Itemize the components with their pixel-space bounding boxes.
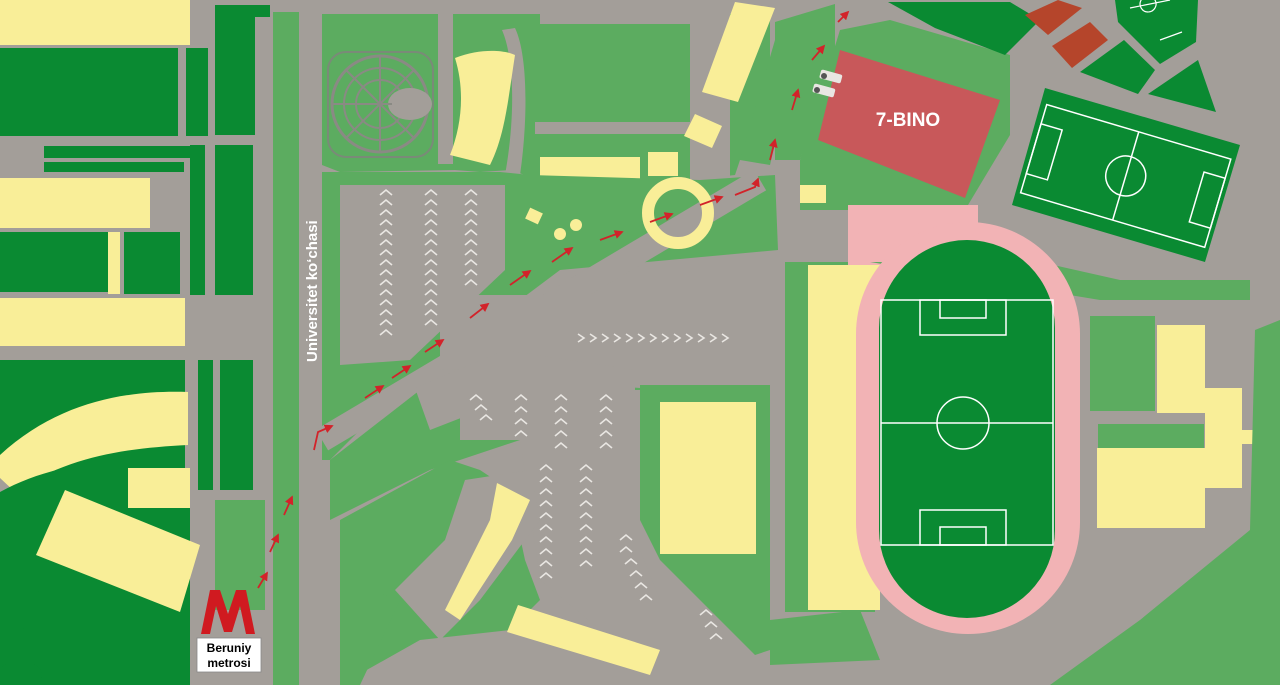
walking-route <box>257 10 850 589</box>
building <box>800 185 826 203</box>
park-area <box>1050 320 1280 685</box>
route-arrow-icon <box>551 246 574 263</box>
west-district <box>0 0 270 685</box>
route-arrow-icon <box>811 44 826 61</box>
building-label: 7-BINO <box>876 110 940 131</box>
building <box>36 490 200 612</box>
building <box>1097 448 1205 528</box>
route-arrow-icon <box>257 571 268 589</box>
route-arrow-icon <box>837 10 850 23</box>
green-block <box>220 360 253 490</box>
target-building-7-bino[interactable] <box>818 50 1000 198</box>
building <box>445 483 530 620</box>
green-strip <box>190 145 205 295</box>
route-arrow-icon <box>424 339 445 353</box>
metro-logo <box>201 590 255 634</box>
green-strip <box>44 146 194 158</box>
sports-court <box>1115 0 1198 64</box>
green-block <box>124 232 180 294</box>
route-arrow-icon <box>283 495 294 516</box>
median-strip <box>273 12 299 685</box>
sports-court <box>560 24 685 119</box>
building <box>648 152 678 176</box>
parking-markings <box>379 188 730 640</box>
route-arrow-icon <box>649 212 674 223</box>
route-arrow-icon <box>791 88 801 111</box>
tree <box>0 661 42 685</box>
east-district: 7-BINO <box>740 0 1280 685</box>
metro-name-line2: metrosi <box>207 656 250 670</box>
green-block <box>1090 316 1155 411</box>
building <box>108 232 120 294</box>
green-strip <box>198 360 213 490</box>
route-arrow-icon <box>734 177 760 196</box>
curved-building <box>450 50 515 165</box>
route-arrow-icon <box>269 533 280 553</box>
route-arrow-icon <box>469 302 490 319</box>
route-arrow-icon <box>509 269 532 286</box>
metro-name-line1: Beruniy <box>207 641 252 655</box>
building <box>128 468 190 508</box>
green-strip <box>44 162 184 172</box>
route-arrow-icon <box>599 230 624 241</box>
building <box>1157 325 1205 413</box>
green-block <box>0 48 178 136</box>
green-block <box>215 145 253 295</box>
building <box>0 298 185 346</box>
red-building <box>1025 0 1082 35</box>
roundabout <box>642 177 714 249</box>
metro-label-box <box>196 637 262 673</box>
building <box>702 2 775 102</box>
green-block <box>215 5 255 135</box>
building <box>1205 388 1242 488</box>
building <box>684 114 722 148</box>
building <box>660 402 756 554</box>
route-arrow-icon <box>768 138 778 161</box>
building <box>540 157 640 179</box>
route-arrow-icon <box>313 424 334 451</box>
green-block <box>186 48 208 136</box>
green-block <box>1080 40 1155 94</box>
route-arrow-icon <box>364 385 385 399</box>
parking-lot <box>340 185 505 365</box>
building <box>0 178 150 228</box>
metro-icon[interactable]: M Beruniy metrosi <box>196 590 262 673</box>
curved-building <box>0 391 188 492</box>
green-strip <box>19 589 43 631</box>
street-label: Universitet ko‘chasi <box>304 220 321 362</box>
route-arrow-icon <box>699 195 724 206</box>
green-block <box>1148 60 1216 112</box>
route-arrow-icon <box>391 365 412 379</box>
green-block <box>0 232 108 292</box>
building <box>0 0 190 45</box>
field-markings <box>880 299 1054 546</box>
red-building <box>1052 22 1108 68</box>
parking-lot <box>460 390 760 650</box>
path <box>502 28 526 175</box>
person-icon <box>812 69 843 98</box>
tree <box>65 670 85 685</box>
green-block <box>248 5 270 17</box>
street-medians <box>273 10 322 685</box>
green-block <box>888 2 1040 55</box>
football-field <box>879 240 1055 618</box>
central-district <box>315 169 778 685</box>
north-central-district <box>322 2 775 180</box>
path <box>438 14 453 164</box>
building <box>507 605 660 675</box>
path <box>535 122 695 134</box>
street-lane <box>300 10 322 685</box>
path <box>540 14 690 24</box>
